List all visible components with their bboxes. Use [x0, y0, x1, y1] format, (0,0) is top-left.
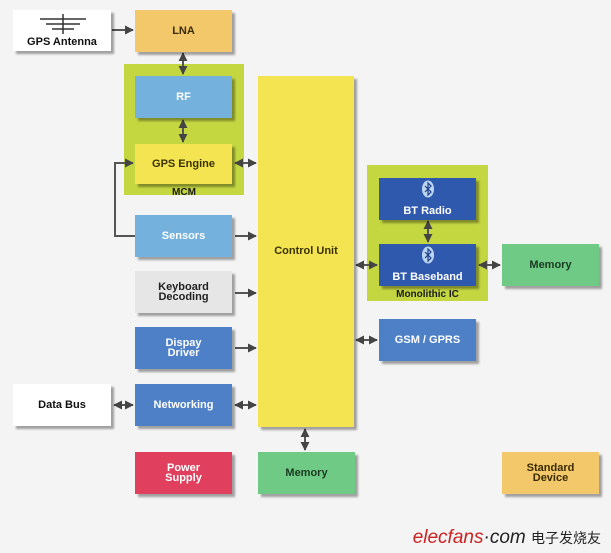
- keyboard-decoding-block: Keyboard Decoding: [135, 271, 232, 313]
- gps-antenna-label: GPS Antenna: [27, 36, 97, 48]
- bt-radio-label: BT Radio: [403, 205, 452, 217]
- watermark-domain: com: [489, 527, 526, 548]
- memory-bottom-block: Memory: [258, 452, 355, 494]
- power-supply-block: Power Supply: [135, 452, 232, 494]
- display-driver-block: Dispay Driver: [135, 327, 232, 369]
- watermark-chinese: 电子发烧友: [531, 530, 601, 546]
- standard-device-block: Standard Device: [502, 452, 599, 494]
- watermark-dot: ·: [483, 527, 490, 548]
- lna-block: LNA: [135, 10, 232, 52]
- bt-baseband-block: BT Baseband: [379, 244, 476, 286]
- gps-antenna-block: GPS Antenna: [13, 10, 111, 51]
- bluetooth-icon: [422, 246, 434, 264]
- control-unit-block: Control Unit: [258, 76, 354, 427]
- rf-block: RF: [135, 76, 232, 118]
- data-bus-block: Data Bus: [13, 384, 111, 426]
- mcm-group-label: MCM: [172, 187, 196, 198]
- sensors-gpsengine-connector: [114, 158, 136, 237]
- memory-right-block: Memory: [502, 244, 599, 286]
- bluetooth-icon: [422, 180, 434, 198]
- sensors-block: Sensors: [135, 215, 232, 257]
- watermark: elecfans·com 电子发烧友: [413, 527, 601, 549]
- gps-engine-block: GPS Engine: [135, 144, 232, 184]
- monolithic-ic-group-label: Monolithic IC: [396, 289, 459, 300]
- networking-block: Networking: [135, 384, 232, 426]
- gsm-gprs-block: GSM / GPRS: [379, 319, 476, 361]
- antenna-icon: [40, 14, 86, 34]
- bt-baseband-label: BT Baseband: [392, 271, 463, 283]
- watermark-brand: elecfans: [412, 527, 484, 548]
